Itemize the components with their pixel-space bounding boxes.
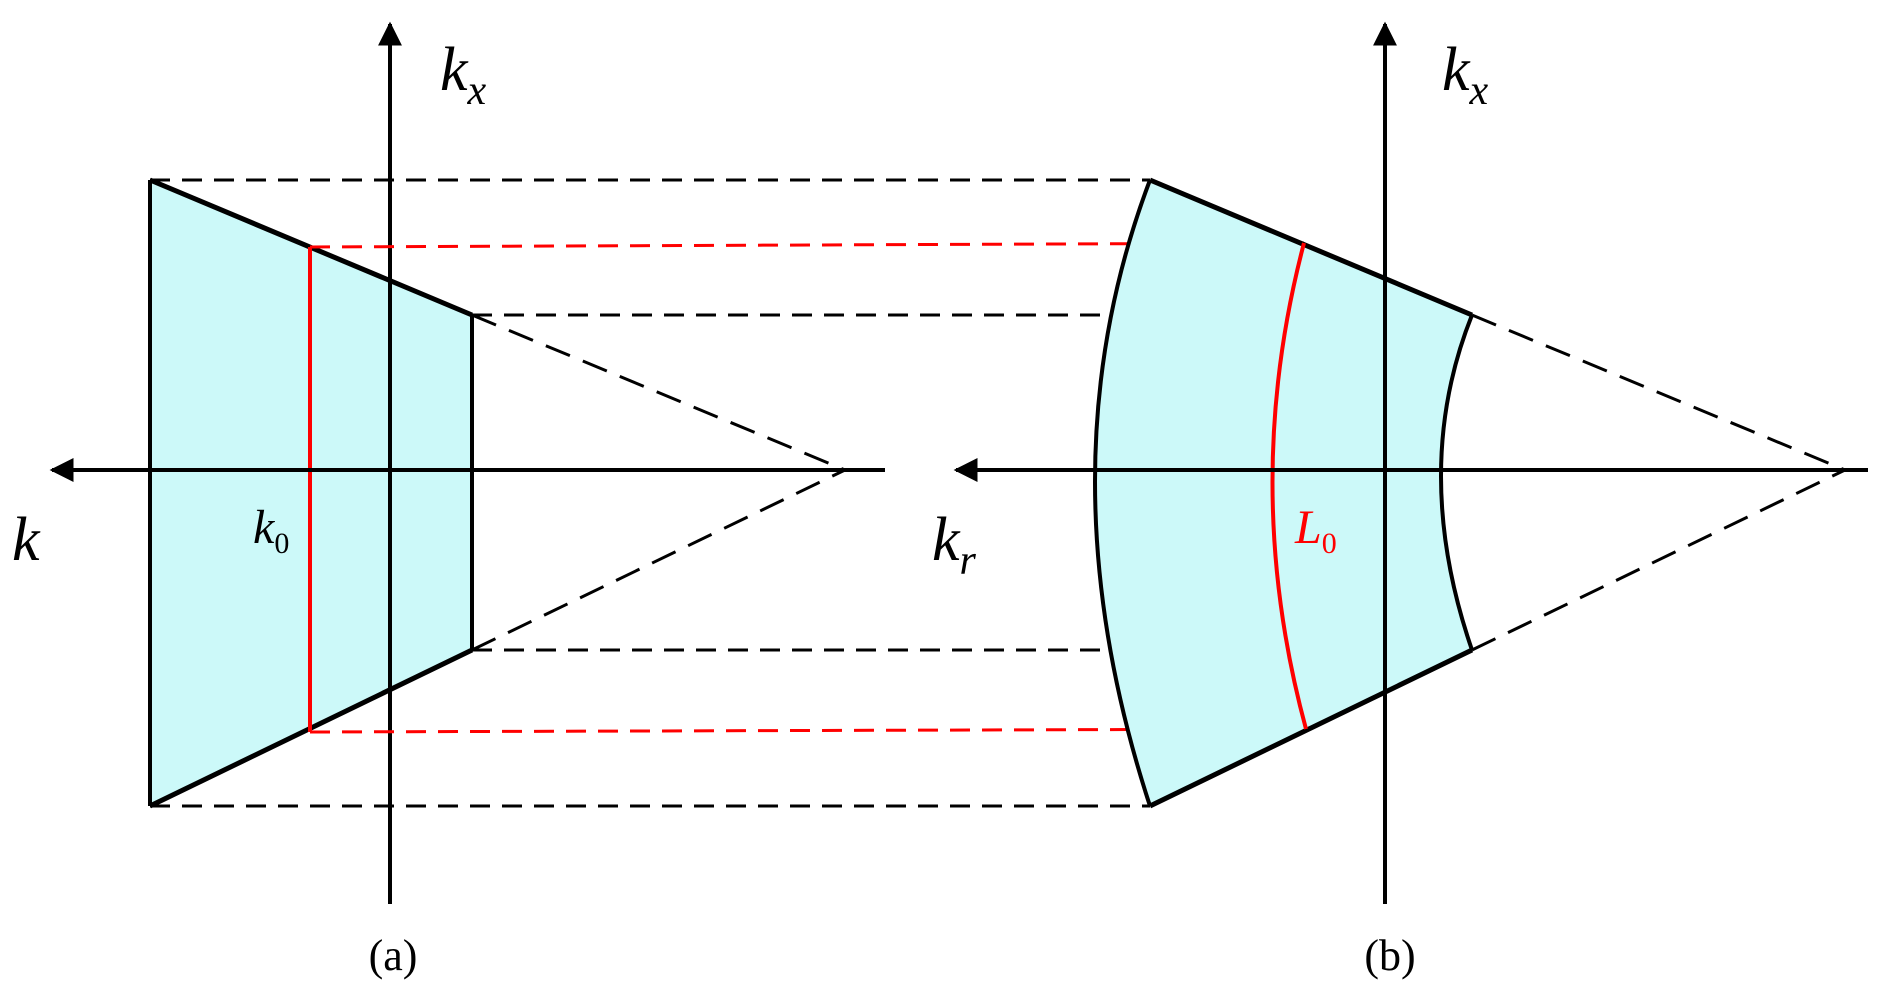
panel-b-sector (1095, 180, 1472, 806)
panel-b-L0-arc (1270, 242, 1308, 730)
panel-a-k0-label: k0 (253, 501, 289, 560)
panel-b-L0-label: L0 (1294, 501, 1337, 560)
panel-b: kx kr L0 (b) (932, 21, 1868, 980)
panel-b-caption: (b) (1364, 931, 1415, 980)
panel-a-horizontal-axis-label: k (12, 506, 41, 574)
panel-a-caption: (a) (369, 931, 418, 980)
panel-a-vertical-axis-label: kx (440, 36, 487, 114)
panel-b-lower-extension (1471, 468, 1846, 652)
panel-b-horizontal-axis-label: kr (932, 506, 977, 584)
panel-b-top-edge (1149, 177, 1473, 318)
panel-a-lower-extension (471, 468, 846, 652)
panel-a: kx k k0 (a) (12, 21, 885, 980)
correspondence-bottom-red (309, 727, 1307, 734)
panel-b-inner-arc (1439, 314, 1474, 651)
panel-b-outer-arc (1093, 179, 1152, 807)
panel-b-bottom-edge (1148, 647, 1474, 809)
correspondence-top-red (309, 241, 1305, 249)
panel-b-vertical-axis-label: kx (1442, 36, 1489, 114)
panel-a-upper-extension (471, 313, 846, 472)
panel-b-upper-extension (1471, 313, 1846, 472)
